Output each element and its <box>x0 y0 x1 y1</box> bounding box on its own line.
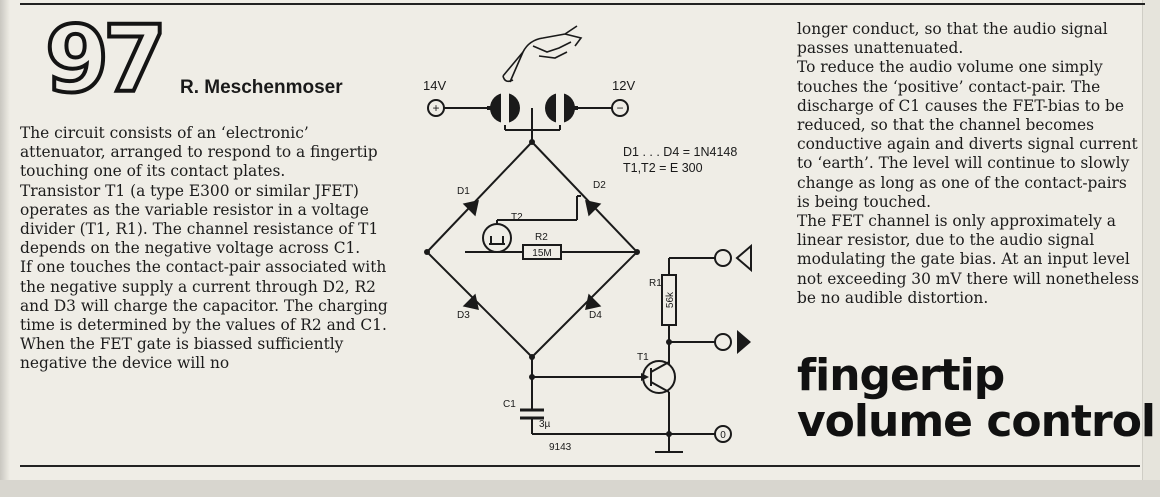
label-t2: T2 <box>511 212 523 223</box>
paragraph: If one touches the contact-pair associat… <box>20 258 388 373</box>
page-binding-shadow <box>0 0 10 497</box>
paragraph: To reduce the audio volume one simply to… <box>797 58 1138 211</box>
fingertip-icon <box>502 25 583 83</box>
label-minus: − <box>616 101 623 115</box>
diode-note: D1 . . . D4 = 1N4148 <box>623 145 737 159</box>
article-number: 97 <box>43 6 169 113</box>
output-arrow-icon <box>737 330 751 354</box>
bottom-rule <box>20 465 1140 467</box>
title-line: fingertip <box>797 350 1005 401</box>
diode-d2 <box>585 200 602 217</box>
title-line: volume control <box>797 396 1156 447</box>
body-column-left: The circuit consists of an ‘electronic’ … <box>20 124 395 374</box>
label-r1-value: 56k <box>665 291 676 308</box>
input-terminal <box>714 249 732 267</box>
label-d2: D2 <box>593 180 606 191</box>
label-r1: R1 <box>649 278 662 289</box>
paragraph: Transistor T1 (a type E300 or similar JF… <box>20 181 379 258</box>
body-column-right: longer conduct, so that the audio signal… <box>797 20 1142 308</box>
paragraph: The FET channel is only approximately a … <box>797 212 1140 307</box>
label-c1: C1 <box>503 399 516 410</box>
label-d3: D3 <box>457 310 470 321</box>
paragraph: The circuit consists of an ‘electronic’ … <box>20 124 378 181</box>
top-rule <box>20 3 1145 5</box>
label-d4: D4 <box>589 310 602 321</box>
input-arrow-icon <box>735 243 752 273</box>
diode-d1 <box>462 200 479 217</box>
label-c1-value: 3µ <box>539 419 551 430</box>
article-title: fingertip volume control <box>797 350 1156 447</box>
diode-d4 <box>585 293 602 310</box>
resistor-r1 <box>661 274 677 326</box>
next-page-edge <box>1142 0 1160 497</box>
label-supply-negative: 12V <box>612 78 635 93</box>
page-bottom-margin <box>0 480 1160 497</box>
resistor-r2 <box>522 244 562 260</box>
transistor-note: T1,T2 = E 300 <box>623 161 703 175</box>
label-plus: + <box>432 101 439 115</box>
transistor-t2 <box>482 223 512 253</box>
figure-code: 9143 <box>549 442 572 453</box>
ground-terminal <box>714 425 732 443</box>
circuit-schematic: 14V 12V + − D1 . . . D4 = 1N4148 T1,T2 =… <box>405 12 790 462</box>
label-r2: R2 <box>535 232 548 243</box>
diode-d3 <box>462 293 479 310</box>
label-r2-value: 15M <box>532 248 551 259</box>
label-d1: D1 <box>457 186 470 197</box>
output-terminal <box>714 333 732 351</box>
label-ground: 0 <box>720 430 726 441</box>
author-name: R. Meschenmoser <box>180 77 343 98</box>
label-supply-positive: 14V <box>423 78 446 93</box>
paragraph: longer conduct, so that the audio signal… <box>797 20 1108 58</box>
schematic-drawing: 14V 12V + − D1 . . . D4 = 1N4148 T1,T2 =… <box>423 25 752 453</box>
label-t1: T1 <box>637 352 649 363</box>
